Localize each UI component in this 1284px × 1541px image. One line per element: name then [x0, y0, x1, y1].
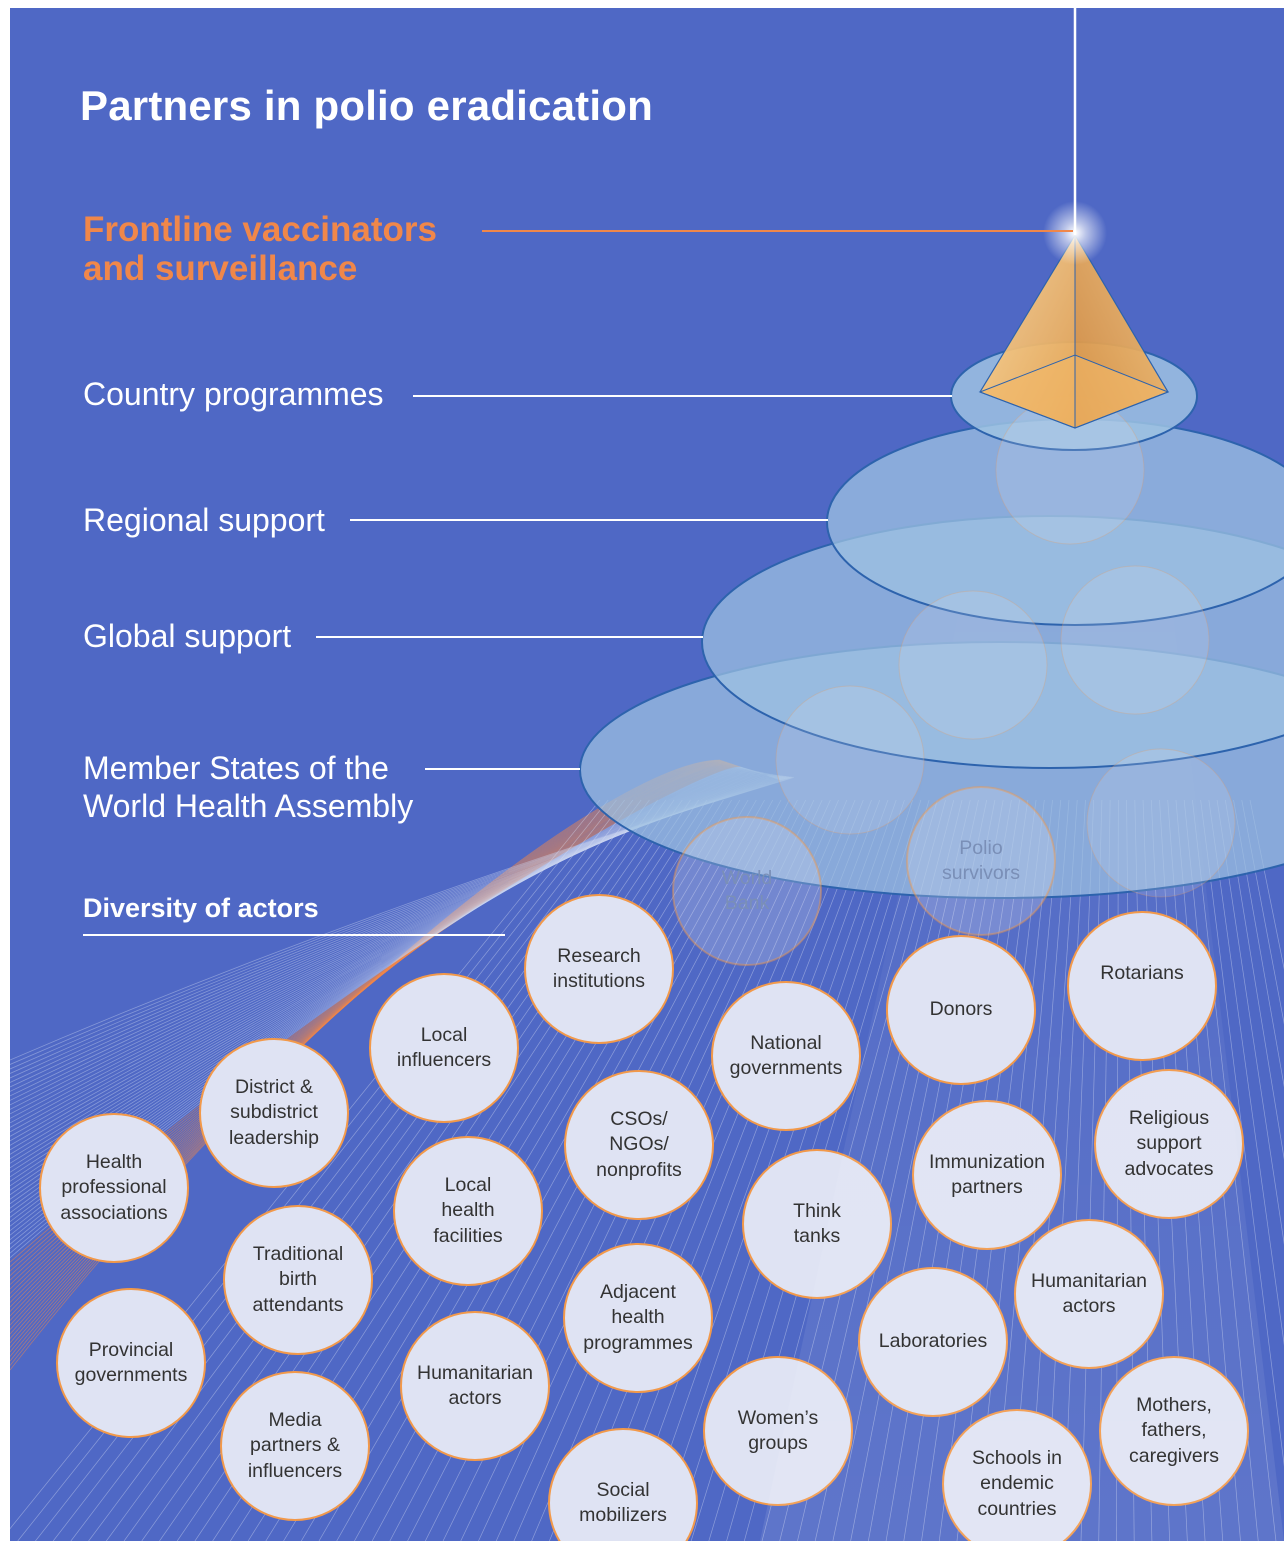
label-country-programmes: Country programmes	[83, 376, 384, 412]
ray-line	[1200, 799, 1284, 1467]
actor-circle-provincial	[56, 1288, 206, 1438]
ray-line	[1208, 799, 1284, 1346]
hidden-actor-circle	[775, 685, 925, 835]
label-regional-support: Regional support	[83, 502, 325, 538]
actor-circle-health-professional	[39, 1113, 189, 1263]
ray-line	[1241, 799, 1284, 1025]
actor-circle-rotarians	[1067, 911, 1217, 1061]
label-member-states-line1: Member States of the	[83, 750, 389, 786]
label-global-support: Global support	[83, 618, 292, 654]
actor-circle-social	[548, 1428, 698, 1541]
actor-circle-humanitarian-left	[400, 1311, 550, 1461]
label-frontline: Frontline vaccinators and surveillance	[83, 210, 437, 288]
actor-circle-traditional	[223, 1205, 373, 1355]
ray-line	[1216, 799, 1284, 1245]
label-frontline-line1: Frontline vaccinators	[83, 210, 437, 249]
actor-circle-adjacent	[563, 1243, 713, 1393]
hidden-actor-circle	[898, 590, 1048, 740]
hidden-actor-circle	[1060, 565, 1210, 715]
apex-glow	[1043, 201, 1107, 265]
hidden-actor-circle	[1086, 748, 1236, 898]
ray-line	[566, 799, 864, 1541]
actor-circle-national-governments	[711, 981, 861, 1131]
actor-circle-csos	[564, 1070, 714, 1220]
label-frontline-line2: and surveillance	[83, 249, 358, 288]
actor-circle-local-influencers	[369, 973, 519, 1123]
ray-line	[1224, 799, 1284, 1161]
ray-line	[619, 799, 889, 1541]
faded-circles-layer	[672, 395, 1236, 1085]
actor-circle-world-bank	[672, 816, 822, 966]
actor-circle-local-health	[393, 1136, 543, 1286]
label-member-states-line2: World Health Assembly	[83, 788, 414, 824]
actor-circle-donors	[886, 935, 1036, 1085]
label-member-states: Member States of the World Health Assemb…	[83, 749, 413, 825]
ray-line	[1249, 799, 1284, 970]
ray-line	[318, 799, 749, 1541]
ray-line	[584, 799, 872, 1541]
actor-circle-research	[524, 894, 674, 1044]
actor-circle-district	[199, 1038, 349, 1188]
actor-circle-polio-survivors	[906, 786, 1056, 936]
actor-circle-media	[220, 1371, 370, 1521]
page-title: Partners in polio eradication	[80, 82, 653, 129]
label-diversity-of-actors: Diversity of actors	[83, 893, 319, 923]
ray-line	[336, 799, 757, 1541]
ray-line	[1233, 799, 1284, 1088]
ray-line	[602, 799, 881, 1541]
